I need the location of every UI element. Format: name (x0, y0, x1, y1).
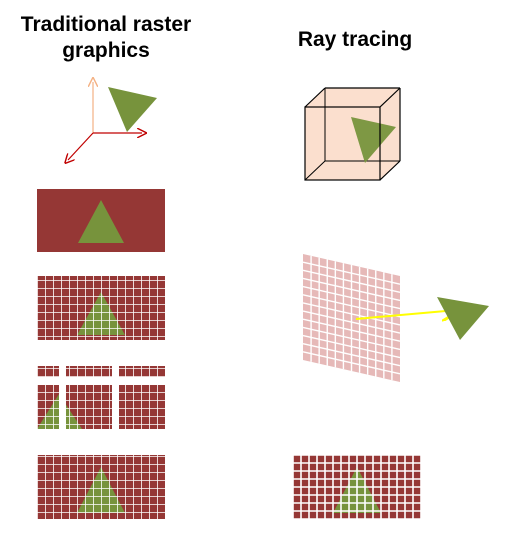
triangle-projected (78, 200, 124, 243)
image-plane-grid (302, 254, 401, 382)
title-traditional-raster: Traditional raster graphics (20, 13, 192, 62)
triangle-target (437, 297, 489, 340)
axes-with-triangle (68, 82, 157, 160)
final-raster-right (292, 454, 422, 520)
triangle-in-cube (351, 117, 396, 163)
final-raster-left (37, 455, 165, 519)
tiled-panel (34, 362, 168, 432)
triangle-3d (108, 87, 157, 132)
pixel-grid-overlay (37, 276, 165, 340)
projected-panel (37, 189, 165, 252)
axis-depth (68, 132, 94, 160)
ray-arrow (355, 310, 457, 319)
rasterized-panel (37, 276, 165, 340)
title-ray-tracing: Ray tracing (297, 28, 413, 51)
scene-cube (304, 87, 401, 181)
